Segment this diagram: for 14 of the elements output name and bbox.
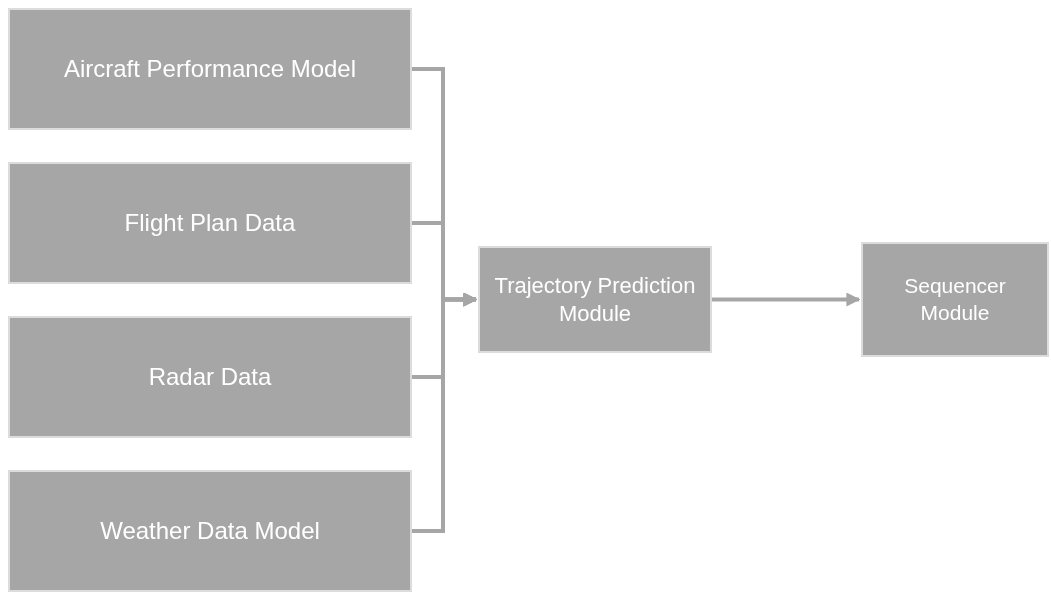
process-box (8, 8, 412, 130)
box-label: Trajectory Prediction Module (493, 272, 697, 327)
process-box (861, 242, 1049, 357)
process-box (8, 316, 412, 438)
arrow (412, 292, 478, 533)
box-label: Radar Data (148, 362, 272, 392)
box-label: Aircraft Performance Model (63, 54, 357, 84)
arrow (712, 292, 861, 307)
box-label: Flight Plan Data (124, 208, 296, 238)
process-box (8, 162, 412, 284)
process-box (478, 246, 712, 353)
box-label: Weather Data Model (100, 516, 320, 546)
box-label: Sequencer Module (903, 273, 1007, 326)
process-box (8, 470, 412, 592)
